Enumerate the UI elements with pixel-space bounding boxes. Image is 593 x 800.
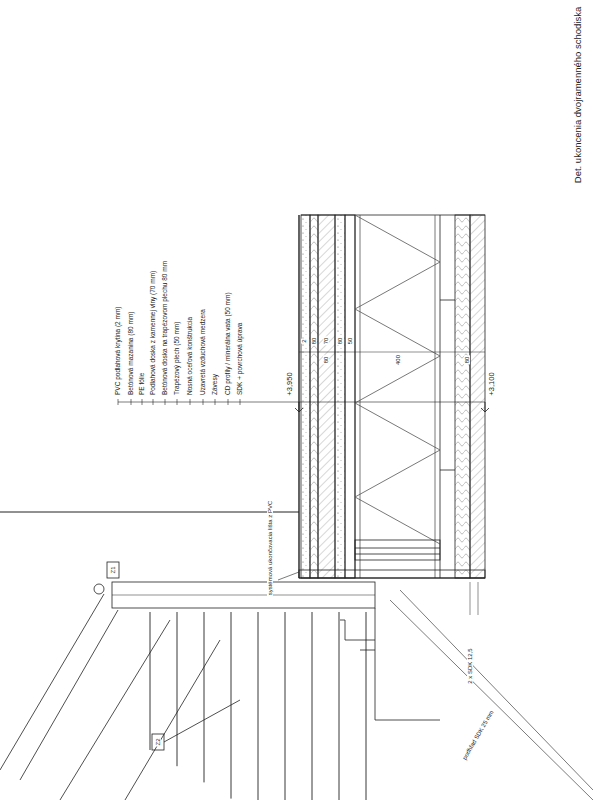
dimension: 400	[395, 354, 401, 366]
section-mark: Z1	[110, 565, 116, 574]
layer-label: Podlahová doska z kamennej vlny (70 mm)	[150, 270, 157, 396]
dimension: 80	[311, 337, 317, 346]
baluster	[150, 612, 151, 750]
baluster	[366, 612, 367, 800]
dimension: 80	[323, 356, 329, 365]
dimension: 50	[347, 337, 353, 346]
layer-label: Uzavretá vzduchová medzera	[200, 308, 207, 396]
dimension: 2	[301, 338, 307, 343]
baluster	[312, 612, 313, 800]
level-mark: +3,100	[488, 371, 496, 396]
baluster	[285, 612, 286, 800]
layer-label: PE fólie	[139, 372, 146, 396]
note: 2 x SDK 12,5	[467, 647, 473, 684]
dimension: 70	[323, 337, 329, 346]
dimension: 80	[337, 337, 343, 346]
baluster	[258, 612, 259, 800]
dimension: 80	[464, 356, 470, 365]
layer-label: Trapézový plech (50 mm)	[174, 321, 181, 396]
section-mark: Z2	[155, 737, 161, 746]
baluster	[339, 612, 340, 800]
baluster	[231, 612, 232, 799]
baluster	[177, 612, 178, 766]
layer-label: Nosná oceľová konštrukcia	[187, 316, 194, 396]
note: systémová ukončovacia lišta z PVC	[267, 500, 273, 597]
layer-label: Betónová mazanina (80 mm)	[128, 311, 135, 396]
level-mark: +3,950	[286, 371, 294, 396]
layer-label: Závesy	[212, 373, 219, 396]
baluster	[204, 612, 205, 782]
drawing-title: Det. ukoncenia dvojramenného schodiska	[573, 6, 583, 184]
layer-label: SDK + povrchová úprava	[237, 322, 244, 396]
note: podhľad SDK 25 mm	[461, 708, 495, 761]
layer-label: PVC podlahová krytina (2 mm)	[115, 305, 122, 396]
layer-label: CD profily / minerálna vata (50 mm)	[225, 291, 232, 396]
layer-label: Betónová doska na trapézovom plechu 80 m…	[162, 260, 169, 396]
